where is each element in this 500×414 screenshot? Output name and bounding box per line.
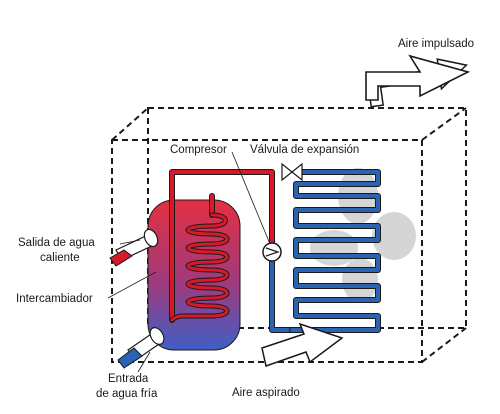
aire-impulsado-arrow-shape (365, 54, 471, 101)
return-line (269, 259, 295, 333)
leader-lines (107, 151, 271, 373)
label-entrada-line1: Entrada (108, 373, 149, 385)
aire-aspirado-arrow (261, 322, 344, 367)
label-valvula: Válvula de expansión (250, 144, 359, 156)
evaporator-coil (289, 169, 381, 333)
hot-refrigerant-line-fill (170, 170, 274, 322)
label-intercambiador: Intercambiador (16, 293, 93, 305)
label-compresor: Compresor (170, 144, 227, 156)
fan-icon (310, 168, 416, 302)
heat-exchanger-coil (169, 212, 230, 323)
hot-water-outlet-pipe (109, 228, 159, 267)
label-aire-aspirado: Aire aspirado (232, 387, 300, 399)
expansion-valve-icon (281, 162, 303, 182)
dashed-enclosure (111, 107, 467, 363)
label-aire-impulsado: Aire impulsado (398, 38, 474, 50)
label-entrada-line2: de agua fría (96, 388, 158, 400)
label-salida-line1: Salida de agua (18, 237, 95, 249)
label-salida-line2: caliente (40, 252, 80, 264)
cold-water-inlet-pipe (117, 327, 165, 369)
compressor-icon (262, 242, 282, 262)
